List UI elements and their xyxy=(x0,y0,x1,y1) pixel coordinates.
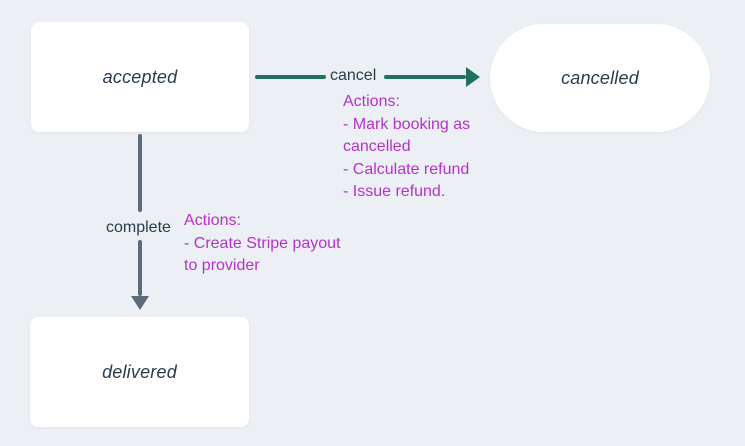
note-line: - Calculate refund xyxy=(343,160,470,178)
state-node-delivered: delivered xyxy=(30,317,249,427)
note-line: to provider xyxy=(184,257,260,274)
note-line: - Mark booking as xyxy=(343,115,471,133)
cancel-arrowhead-icon xyxy=(466,66,480,87)
complete-edge-line-bottom xyxy=(137,240,142,296)
state-node-cancelled: cancelled xyxy=(490,24,710,132)
complete-edge-label: complete xyxy=(106,219,171,236)
note-line: - Create Stripe payout xyxy=(184,234,341,252)
complete-arrowhead-icon xyxy=(130,296,149,310)
state-node-accepted: accepted xyxy=(31,22,249,132)
cancel-actions-note: Actions: - Mark booking as cancelled - C… xyxy=(343,91,470,204)
state-label-delivered: delivered xyxy=(102,361,177,382)
state-label-accepted: accepted xyxy=(102,66,178,87)
cancel-edge-label: cancel xyxy=(330,67,377,84)
cancel-edge-line-right xyxy=(384,74,466,79)
note-line: - Issue refund. xyxy=(343,183,446,200)
note-line: Actions: xyxy=(184,212,241,229)
note-line: cancelled xyxy=(343,138,411,155)
cancel-edge-line-left xyxy=(255,74,326,79)
complete-edge-line-top xyxy=(137,134,142,212)
complete-actions-note: Actions: - Create Stripe payout to provi… xyxy=(184,210,341,278)
note-line: Actions: xyxy=(343,93,400,110)
state-label-cancelled: cancelled xyxy=(561,67,639,88)
